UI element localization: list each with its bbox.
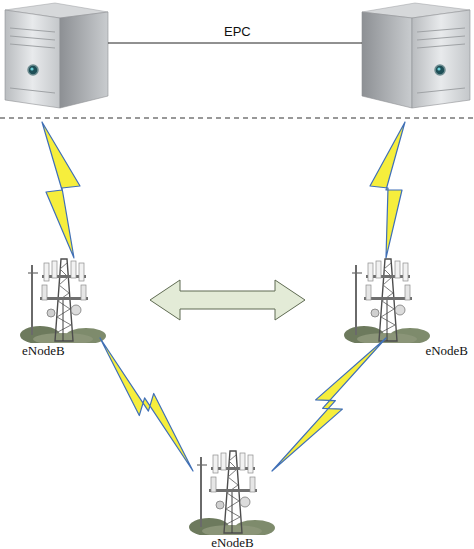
cell-tower-icon [342,255,432,343]
server-left [5,3,108,108]
server-right [362,3,470,108]
node-label: eNodeB [18,343,118,358]
separator-line [0,117,474,118]
x2-interface-arrow [150,280,305,320]
core-link [108,43,362,44]
cell-tower-icon [187,447,277,535]
radio-link-bolt [272,338,386,471]
link-label: EPC [224,24,251,39]
radio-bolt [42,122,80,258]
enodeb-node: eNodeB [185,447,280,549]
radio-bolt [370,122,405,258]
enodeb-node: eNodeB [342,255,470,358]
node-label: eNodeB [342,343,470,358]
node-label: eNodeB [185,535,280,549]
cell-tower-icon [18,255,108,343]
enodeb-node: eNodeB [18,255,118,358]
radio-link-bolt [100,338,193,471]
